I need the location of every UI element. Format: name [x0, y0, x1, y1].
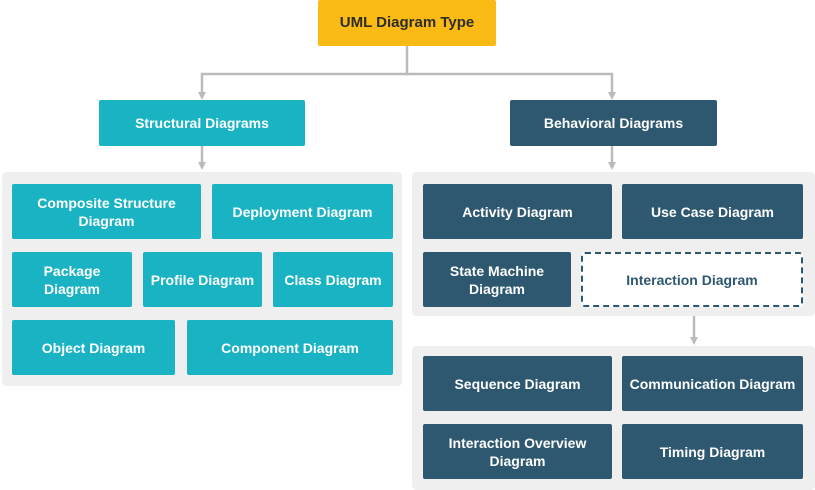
state-machine-diagram-node: State Machine Diagram: [423, 252, 571, 307]
use-case-diagram-node: Use Case Diagram: [622, 184, 803, 239]
deployment-diagram-node: Deployment Diagram: [212, 184, 393, 239]
profile-diagram-node: Profile Diagram: [143, 252, 262, 307]
interaction-overview-diagram-node: Interaction Overview Diagram: [423, 424, 612, 479]
activity-diagram-node: Activity Diagram: [423, 184, 612, 239]
component-diagram-node: Component Diagram: [187, 320, 393, 375]
timing-diagram-node: Timing Diagram: [622, 424, 803, 479]
root-to-structural-connector: [198, 46, 409, 100]
communication-diagram-node: Communication Diagram: [622, 356, 803, 411]
root-to-behavioral-connector: [407, 72, 616, 100]
structural-diagrams-node: Structural Diagrams: [99, 100, 305, 146]
object-diagram-node: Object Diagram: [12, 320, 175, 375]
uml-diagram-type-node: UML Diagram Type: [318, 0, 496, 46]
class-diagram-node: Class Diagram: [273, 252, 393, 307]
package-diagram-node: Package Diagram: [12, 252, 132, 307]
interaction-diagram-node: Interaction Diagram: [581, 252, 803, 307]
sequence-diagram-node: Sequence Diagram: [423, 356, 612, 411]
behavioral-diagrams-node: Behavioral Diagrams: [510, 100, 717, 146]
composite-structure-diagram-node: Composite Structure Diagram: [12, 184, 201, 239]
